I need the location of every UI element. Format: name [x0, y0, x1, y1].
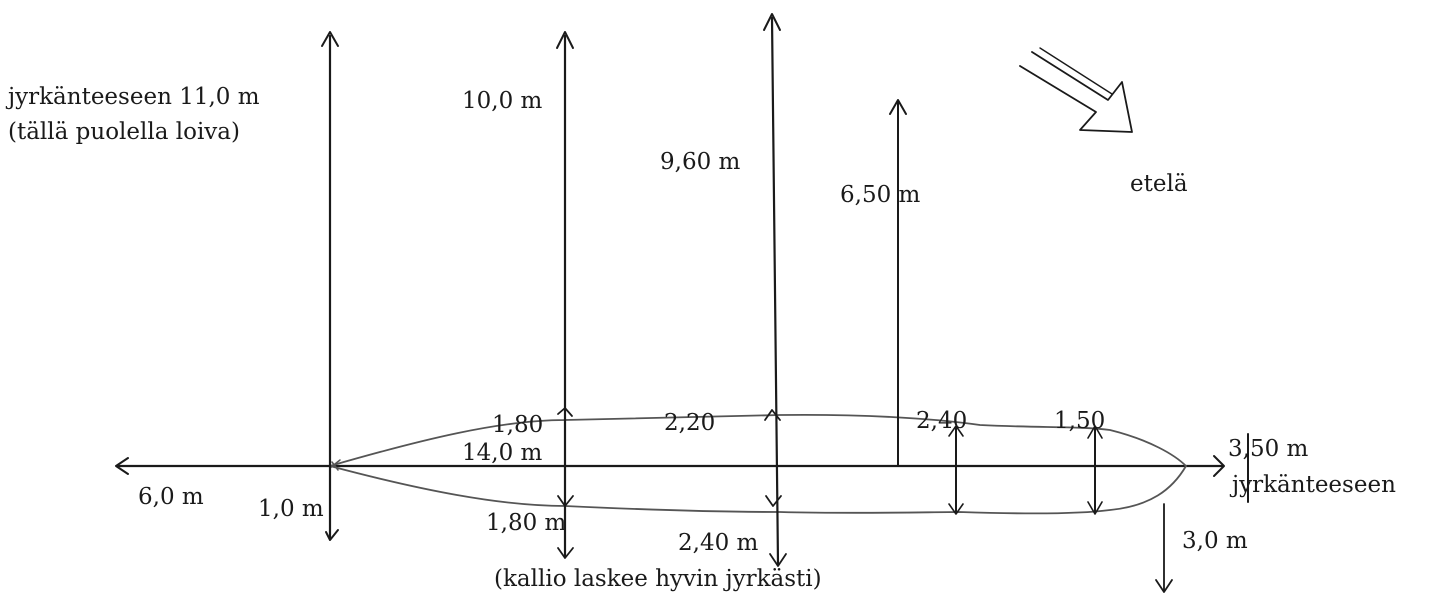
arrow-down-2: [557, 547, 574, 559]
tick-up-2-40: [948, 425, 964, 437]
arrow-up-3: [763, 13, 781, 31]
label-2-40-top: 2,40: [916, 408, 967, 434]
label-3-0: 3,0 m: [1182, 528, 1248, 554]
label-9-60: 9,60 m: [660, 149, 741, 175]
label-kallio-laskee: (kallio laskee hyvin jyrkästi): [494, 566, 822, 592]
arrow-up-1: [321, 31, 339, 47]
arrow-down-3-0: [1155, 579, 1173, 593]
tick-up-3: [764, 409, 781, 421]
tick-down-3: [765, 495, 782, 507]
outline-left-tip: [329, 459, 341, 471]
label-talla-puolella: (tällä puolella loiva): [8, 119, 240, 145]
arrow-down-3: [769, 553, 787, 567]
tick-down-2: [557, 495, 574, 507]
tick-down-2-40: [948, 503, 964, 515]
label-etela: etelä: [1130, 171, 1188, 197]
label-1-0: 1,0 m: [258, 496, 324, 522]
south-arrow-icon: [1019, 47, 1133, 133]
right-arrowhead: [1213, 455, 1225, 477]
arrow-down-1: [325, 529, 339, 541]
label-2-20: 2,20: [664, 410, 715, 436]
shape-outline-bottom: [329, 465, 1187, 515]
label-1-50: 1,50: [1054, 408, 1105, 434]
label-10-0: 10,0 m: [462, 88, 543, 114]
vertical-line-3: [770, 16, 780, 566]
tick-up-2: [557, 407, 573, 417]
arrow-up-4: [889, 99, 907, 115]
label-3-50: 3,50 m: [1228, 436, 1309, 462]
label-jyrkanteeseen-right: jyrkänteeseen: [1229, 472, 1396, 498]
arrow-up-2: [556, 31, 574, 49]
left-arrowhead: [115, 457, 129, 475]
label-1-80-top: 1,80: [492, 412, 543, 438]
label-6-50: 6,50 m: [840, 182, 921, 208]
label-2-40-bottom: 2,40 m: [678, 530, 759, 556]
label-1-80-bottom: 1,80 m: [486, 510, 567, 536]
tick-down-1-50: [1087, 501, 1103, 515]
label-6-0: 6,0 m: [138, 484, 204, 510]
shape-outline-top: [329, 413, 1187, 467]
tick-up-1-50: [1087, 425, 1103, 439]
label-jyrkanteeseen-11: jyrkänteeseen 11,0 m: [5, 84, 260, 110]
label-14-0: 14,0 m: [462, 440, 543, 466]
